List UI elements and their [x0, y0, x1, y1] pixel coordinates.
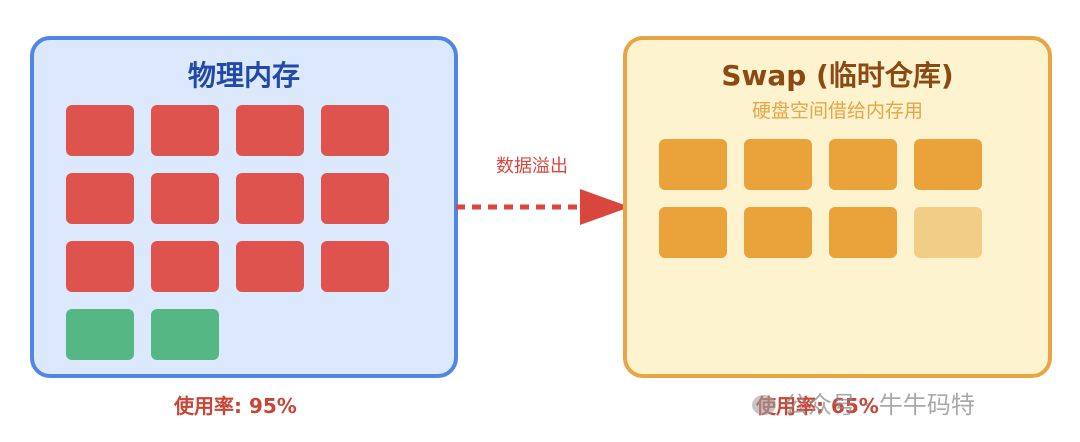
overflow-arrow-head: [580, 189, 630, 225]
memory-block-used: [151, 173, 219, 224]
overflow-arrow-label: 数据溢出: [496, 156, 568, 177]
memory-block-used: [66, 105, 134, 156]
swap-block-used: [829, 139, 897, 190]
memory-block-used: [66, 173, 134, 224]
memory-block-used: [151, 241, 219, 292]
memory-block-used: [236, 173, 304, 224]
watermark-text: 公众号 · 牛牛码特: [784, 391, 975, 419]
physical-memory-title: 物理内存: [187, 59, 300, 92]
swap-panel: Swap (临时仓库) 硬盘空间借给内存用: [623, 36, 1052, 378]
memory-block-used: [151, 105, 219, 156]
swap-block-used: [659, 207, 727, 258]
swap-block-used: [659, 139, 727, 190]
memory-block-used: [66, 241, 134, 292]
memory-block-free: [66, 309, 134, 360]
memory-block-free: [151, 309, 219, 360]
physical-memory-usage: 使用率: 95%: [174, 394, 297, 418]
memory-block-used: [236, 105, 304, 156]
wechat-icon: [752, 395, 776, 415]
swap-subtitle: 硬盘空间借给内存用: [751, 100, 923, 122]
swap-usage: 使用率: 65%: [756, 394, 879, 418]
physical-memory-panel: 物理内存: [30, 36, 458, 378]
swap-block-used: [744, 207, 812, 258]
swap-block-used: [914, 139, 982, 190]
swap-block-used: [829, 207, 897, 258]
swap-title: Swap (临时仓库): [721, 59, 954, 92]
memory-block-used: [321, 241, 389, 292]
memory-block-used: [236, 241, 304, 292]
overflow-arrow: [456, 189, 630, 225]
swap-block-used: [744, 139, 812, 190]
watermark: 公众号 · 牛牛码特: [752, 385, 975, 420]
swap-block-free: [914, 207, 982, 258]
memory-block-used: [321, 173, 389, 224]
memory-block-used: [321, 105, 389, 156]
